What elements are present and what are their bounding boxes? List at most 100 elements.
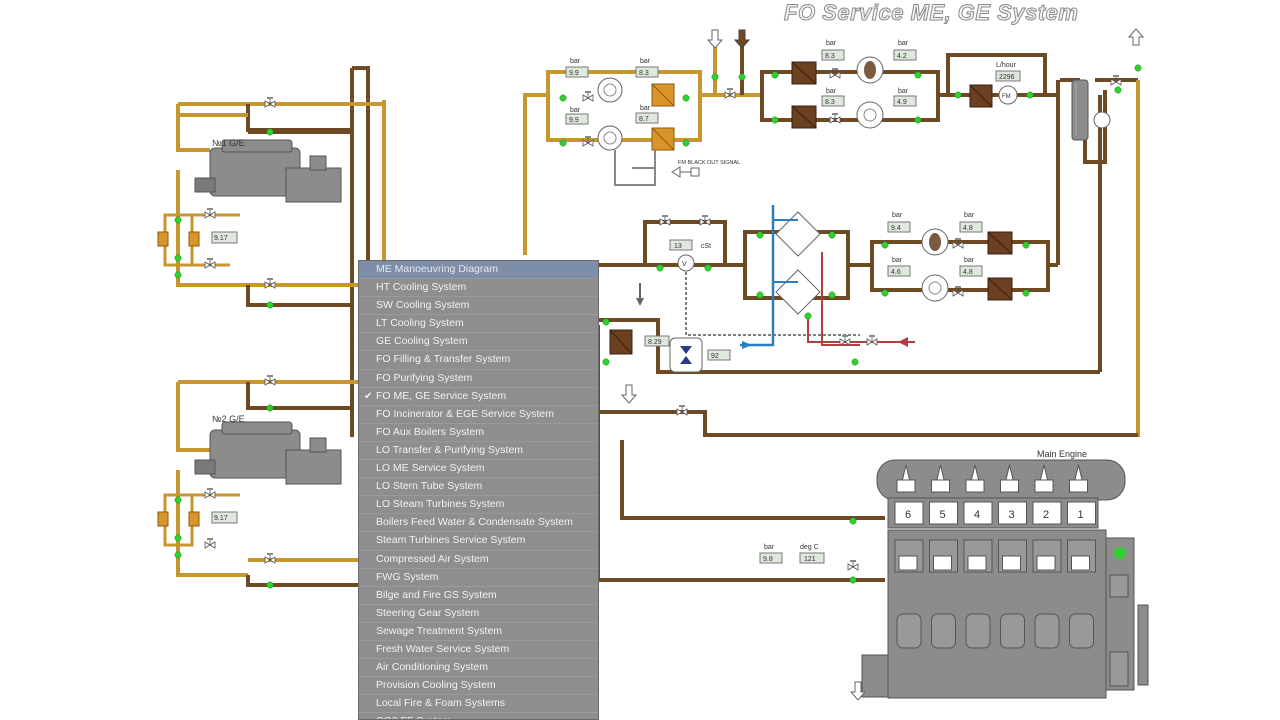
menu-item[interactable]: SW Cooling System xyxy=(359,297,598,316)
booster-p4: 4.8 xyxy=(963,269,973,276)
unit-bar: bar xyxy=(898,40,909,47)
cylinder-number: 5 xyxy=(940,509,946,521)
cylinder-5: 5 xyxy=(929,464,958,649)
ge1-filter-pair: 9.17 xyxy=(157,216,238,262)
unit-degc: deg C xyxy=(800,544,819,551)
menu-item-label: LO Transfer & Purifying System xyxy=(376,443,524,456)
menu-item[interactable]: GE Cooling System xyxy=(359,333,598,352)
flow-meter: FM L/hour 2296 xyxy=(969,62,1021,108)
cylinder-number: 1 xyxy=(1078,509,1084,521)
cylinder-4: 4 xyxy=(963,464,993,649)
menu-item[interactable]: LO Stern Tube System xyxy=(359,478,598,497)
menu-item-label: ME Manoeuvring Diagram xyxy=(376,263,498,275)
top-vent-arrows xyxy=(706,28,1145,49)
menu-item[interactable]: FO Purifying System xyxy=(359,370,598,388)
unit-bar: bar xyxy=(570,107,581,114)
menu-item[interactable]: CO2 FF System xyxy=(359,713,598,719)
supply-p1: 9.9 xyxy=(569,70,579,77)
svg-text:FM: FM xyxy=(1002,94,1011,100)
svg-text:V: V xyxy=(682,261,687,268)
unit-bar: bar xyxy=(964,212,975,219)
menu-item-label: HT Cooling System xyxy=(376,281,467,294)
blackout-label: FM BLACK OUT SIGNAL xyxy=(678,160,740,166)
cylinder-number: 4 xyxy=(974,509,980,521)
cylinder-2: 2 xyxy=(1032,464,1062,649)
menu-item-label: FO Incinerator & EGE Service System xyxy=(376,407,554,420)
generator-engine-2: №2 G/E xyxy=(194,414,342,485)
menu-item[interactable]: LO ME Service System xyxy=(359,460,598,479)
mix-readout: 8.29 xyxy=(648,339,662,346)
menu-item-label: FO Filling & Transfer System xyxy=(376,353,511,366)
unit-bar: bar xyxy=(892,257,903,264)
menu-item-label: Compressed Air System xyxy=(376,552,489,565)
circulating-section: bar 8.3 bar 4.2 bar 8.3 bar 4.9 xyxy=(791,40,917,129)
menu-item[interactable]: Bilge and Fire GS System xyxy=(359,587,598,605)
main-engine-readouts: bar 9.8 deg C 121 xyxy=(759,544,825,564)
main-engine-valves[interactable] xyxy=(847,517,859,584)
visc-readout: 13 xyxy=(674,243,682,250)
menu-item-label: Local Fire & Foam Systems xyxy=(376,697,505,710)
booster-pumps: bar 9.4 bar 4.8 bar 4.6 bar 4.8 xyxy=(887,212,1013,302)
cylinder-number: 3 xyxy=(1009,509,1015,521)
menu-item[interactable]: ME Manoeuvring Diagram xyxy=(359,261,598,280)
circ-p4: 4.9 xyxy=(897,99,907,106)
cylinder-number: 6 xyxy=(905,509,911,521)
circ-p1: 8.3 xyxy=(825,53,835,60)
menu-item[interactable]: LT Cooling System xyxy=(359,315,598,334)
unit-lhour: L/hour xyxy=(996,62,1017,69)
menu-item-label: Steam Turbines Service System xyxy=(376,534,526,547)
supply-readouts: bar 9.9 bar 8.3 bar 9.9 bar 8.7 xyxy=(565,58,659,125)
circ-p2: 4.2 xyxy=(897,53,907,60)
menu-item[interactable]: Fresh Water Service System xyxy=(359,641,598,660)
booster-p2: 4.8 xyxy=(963,225,973,232)
ge1-readout: 9.17 xyxy=(214,235,228,242)
menu-item-label: FO Purifying System xyxy=(376,371,473,384)
main-engine-label: Main Engine xyxy=(1037,449,1087,459)
cylinder-number: 2 xyxy=(1043,509,1049,521)
viscometer: V 13 cSt xyxy=(669,239,860,336)
unit-bar: bar xyxy=(892,212,903,219)
unit-cst: cSt xyxy=(701,243,711,250)
menu-item-label: Air Conditioning System xyxy=(376,661,489,674)
menu-item[interactable]: Local Fire & Foam Systems xyxy=(359,695,598,714)
page-title: FO Service ME, GE System xyxy=(783,0,1079,26)
supply-pumps xyxy=(597,77,675,151)
menu-item[interactable]: LO Steam Turbines System xyxy=(359,496,598,515)
menu-item[interactable]: Boilers Feed Water & Condensate System xyxy=(359,514,598,533)
supply-p4: 8.7 xyxy=(639,116,649,123)
ge2-readout: 9.17 xyxy=(214,515,228,522)
menu-item-label: Provision Cooling System xyxy=(376,679,496,692)
menu-item[interactable]: FO Filling & Transfer System xyxy=(359,351,598,370)
menu-item-label: Fresh Water Service System xyxy=(376,642,510,655)
menu-item[interactable]: FO Incinerator & EGE Service System xyxy=(359,406,598,424)
menu-item-label: Boilers Feed Water & Condensate System xyxy=(376,516,573,529)
tank-temp: 92 xyxy=(711,353,719,360)
menu-item-label: LO Steam Turbines System xyxy=(376,498,505,511)
main-engine: Main Engine xyxy=(849,449,1149,701)
menu-item[interactable]: Provision Cooling System xyxy=(359,677,598,696)
ge2-filter-pair: 9.17 xyxy=(157,496,238,542)
menu-item[interactable]: LO Transfer & Purifying System xyxy=(359,442,598,461)
menu-item[interactable]: Steam Turbines Service System xyxy=(359,532,598,551)
menu-item[interactable]: FWG System xyxy=(359,569,598,587)
unit-bar: bar xyxy=(640,58,651,65)
menu-item[interactable]: ✔FO ME, GE Service System xyxy=(359,388,598,406)
menu-item[interactable]: Air Conditioning System xyxy=(359,659,598,678)
blackout-signal: FM BLACK OUT SIGNAL xyxy=(614,150,740,186)
menu-item[interactable]: HT Cooling System xyxy=(359,279,598,298)
menu-item[interactable]: Sewage Treatment System xyxy=(359,623,598,641)
menu-item-label: CO2 FF System xyxy=(376,715,451,719)
booster-heaters xyxy=(740,205,915,349)
unit-bar: bar xyxy=(640,105,651,112)
menu-item[interactable]: Steering Gear System xyxy=(359,605,598,623)
me-temp-readout: 121 xyxy=(804,556,816,563)
menu-item-label: FO ME, GE Service System xyxy=(376,389,507,402)
booster-valves[interactable] xyxy=(602,214,1030,416)
menu-item[interactable]: Compressed Air System xyxy=(359,551,598,569)
check-icon: ✔ xyxy=(364,390,373,402)
menu-item[interactable]: FO Aux Boilers System xyxy=(359,424,598,442)
menu-item-label: LO ME Service System xyxy=(376,462,485,475)
supply-piping xyxy=(523,40,1140,437)
menu-item-label: Sewage Treatment System xyxy=(376,624,503,637)
